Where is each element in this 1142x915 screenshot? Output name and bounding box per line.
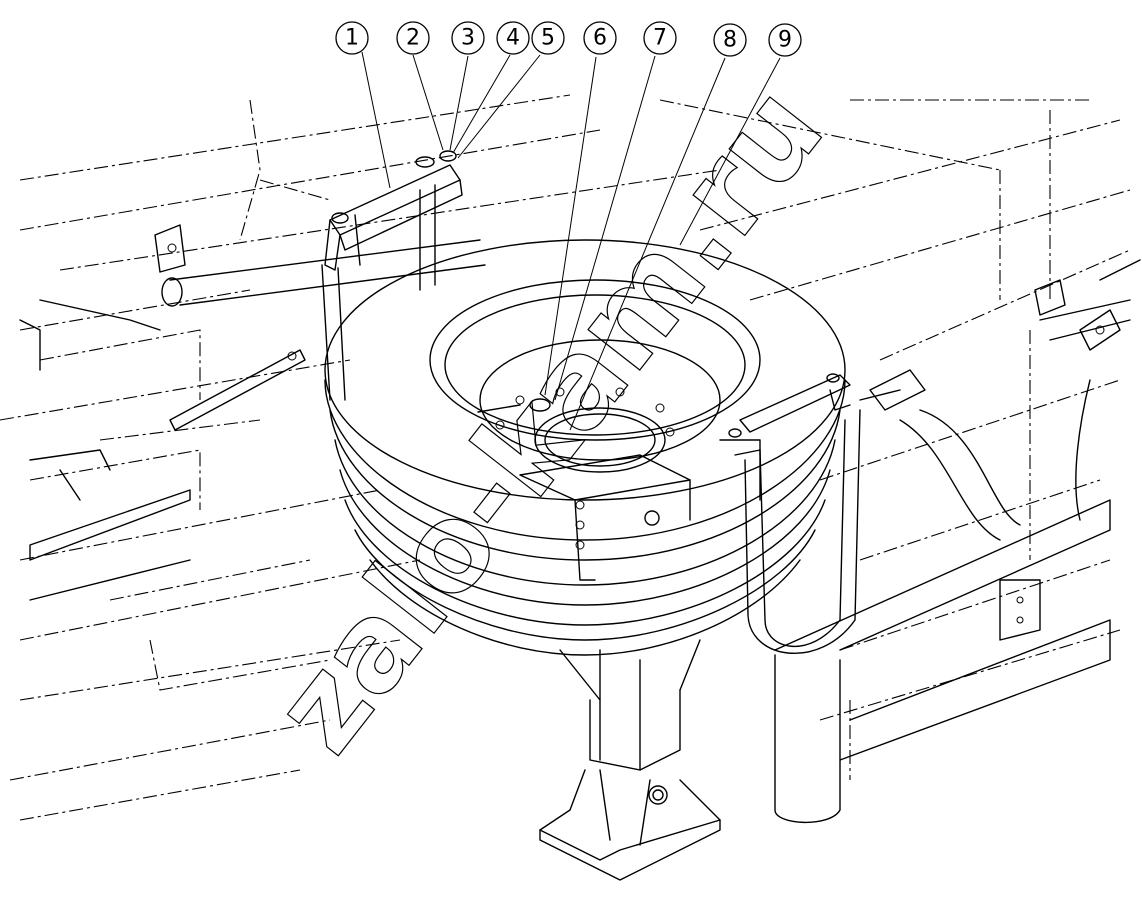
callout-1-label: 1 <box>345 26 359 51</box>
callout-4-label: 4 <box>506 26 520 51</box>
callout-5-label: 5 <box>541 26 555 51</box>
callout-2: 2 <box>396 21 430 55</box>
callout-6: 6 <box>583 21 617 55</box>
callouts: 1 2 3 4 5 6 7 8 <box>335 21 802 57</box>
vehicle-frame <box>0 94 1131 821</box>
callout-3: 3 <box>451 21 485 55</box>
callout-2-label: 2 <box>406 26 420 51</box>
callout-7-label: 7 <box>653 26 667 51</box>
watermark: zalo-kam.ru <box>248 61 851 778</box>
callout-5: 5 <box>531 21 565 55</box>
top-bracket <box>321 150 463 401</box>
watermark-text: zalo-kam.ru <box>248 62 850 778</box>
support-post <box>519 454 721 881</box>
right-bumper <box>774 259 1141 824</box>
spare-wheel <box>324 239 846 656</box>
callout-6-label: 6 <box>593 26 607 51</box>
callout-3-label: 3 <box>461 26 475 51</box>
callout-9-label: 9 <box>778 28 792 53</box>
callout-9: 9 <box>768 23 802 57</box>
callout-4: 4 <box>496 21 530 55</box>
leader-lines <box>361 51 781 431</box>
right-clamp <box>719 369 926 654</box>
callout-8: 8 <box>713 23 747 57</box>
callout-7: 7 <box>643 21 677 55</box>
callout-1: 1 <box>335 21 369 55</box>
callout-8-label: 8 <box>723 28 737 53</box>
